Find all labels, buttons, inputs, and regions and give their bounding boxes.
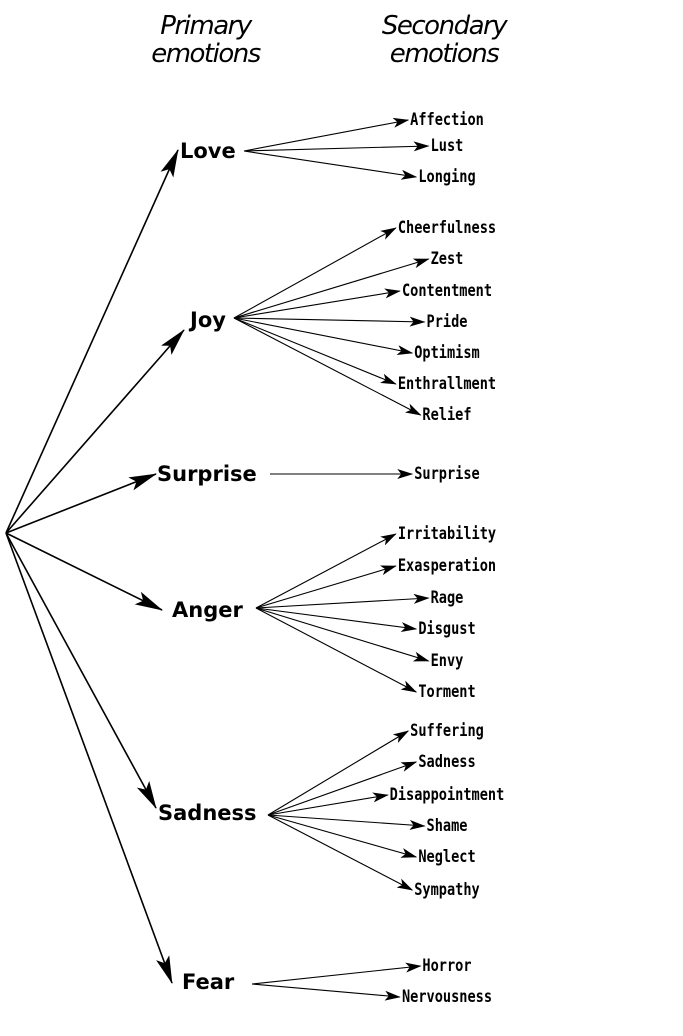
primary-emotion-anger: Anger [172,598,243,622]
arrow-fear-to-horror [251,962,422,985]
arrow-sadness-to-disappointment [267,792,389,816]
secondary-emotion-lust: Lust [430,136,464,156]
secondary-emotion-nervousness: Nervousness [401,987,493,1007]
arrow-joy-to-contentment [233,288,401,319]
secondary-emotion-torment: Torment [418,682,476,702]
arrow-sadness-to-sympathy [267,814,414,891]
arrow-sadness-to-shame [267,814,426,830]
primary-emotion-love: Love [180,139,236,163]
secondary-emotion-rage: Rage [430,588,464,608]
arrow-joy-to-optimism [233,317,414,356]
secondary-header-line-1: Secondary [381,11,508,41]
arrow-joy-to-zest [233,258,430,319]
primary-emotion-joy: Joy [190,308,226,332]
secondary-emotion-sympathy: Sympathy [414,880,480,900]
primary-emotion-fear: Fear [182,970,235,994]
secondary-emotion-sadness: Sadness [418,752,476,772]
secondary-emotion-neglect: Neglect [418,847,476,867]
secondary-emotion-pride: Pride [426,312,468,332]
secondary-emotion-affection: Affection [410,110,484,130]
secondary-emotion-cheerfulness: Cheerfulness [397,218,497,238]
secondary-emotion-enthrallment: Enthrallment [397,374,497,394]
arrow-sadness-to-neglect [267,814,418,858]
primary-emotion-surprise: Surprise [157,462,257,486]
arrow-anger-to-disgust [255,607,418,633]
arrow-root-to-love [5,149,179,534]
arrows [5,117,430,1001]
secondary-emotion-surprise: Surprise [414,464,480,484]
arrow-joy-to-cheerfulness [233,227,397,319]
arrow-root-to-sadness [5,532,157,809]
secondary-emotion-contentment: Contentment [401,281,493,301]
secondary-emotion-irritability: Irritability [397,524,497,544]
arrow-fear-to-nervousness [251,983,401,1001]
secondary-emotion-suffering: Suffering [410,721,484,741]
arrow-anger-to-exasperation [255,565,397,609]
primary-header-line-1: Primary [160,11,252,41]
secondary-emotion-zest: Zest [430,249,464,269]
arrow-anger-to-torment [255,607,418,693]
primary-emotion-sadness: Sadness [158,801,257,825]
arrow-love-to-lust [243,141,430,152]
secondary-emotion-optimism: Optimism [414,343,480,363]
secondary-emotion-disgust: Disgust [418,619,476,639]
arrow-sadness-to-sadness [267,761,418,816]
arrow-joy-to-pride [233,316,426,327]
secondary-emotion-relief: Relief [422,405,472,425]
secondary-emotion-exasperation: Exasperation [397,556,497,576]
secondary-header-line-2: emotions [389,39,500,69]
primary-emotions-header: Primary emotions [133,12,278,68]
arrow-anger-to-irritability [255,533,397,609]
arrow-love-to-longing [243,150,418,180]
arrow-root-to-joy [5,329,185,534]
secondary-emotion-horror: Horror [422,956,472,976]
primary-header-line-2: emotions [151,39,261,69]
arrow-joy-to-enthrallment [233,317,397,385]
arrow-sadness-to-suffering [267,730,410,816]
secondary-emotions-header: Secondary emotions [370,12,518,68]
arrow-root-to-fear [5,532,173,984]
secondary-emotion-disappointment: Disappointment [389,785,505,805]
arrow-anger-to-envy [255,607,430,662]
secondary-emotion-envy: Envy [430,651,464,671]
arrow-anger-to-rage [255,593,430,609]
secondary-emotion-longing: Longing [418,167,476,187]
arrow-root-to-surprise [5,473,157,534]
secondary-emotion-shame: Shame [426,816,468,836]
arrow-root-to-anger [5,532,163,611]
arrow-love-to-affection [243,117,410,152]
arrow-joy-to-relief [233,317,422,416]
